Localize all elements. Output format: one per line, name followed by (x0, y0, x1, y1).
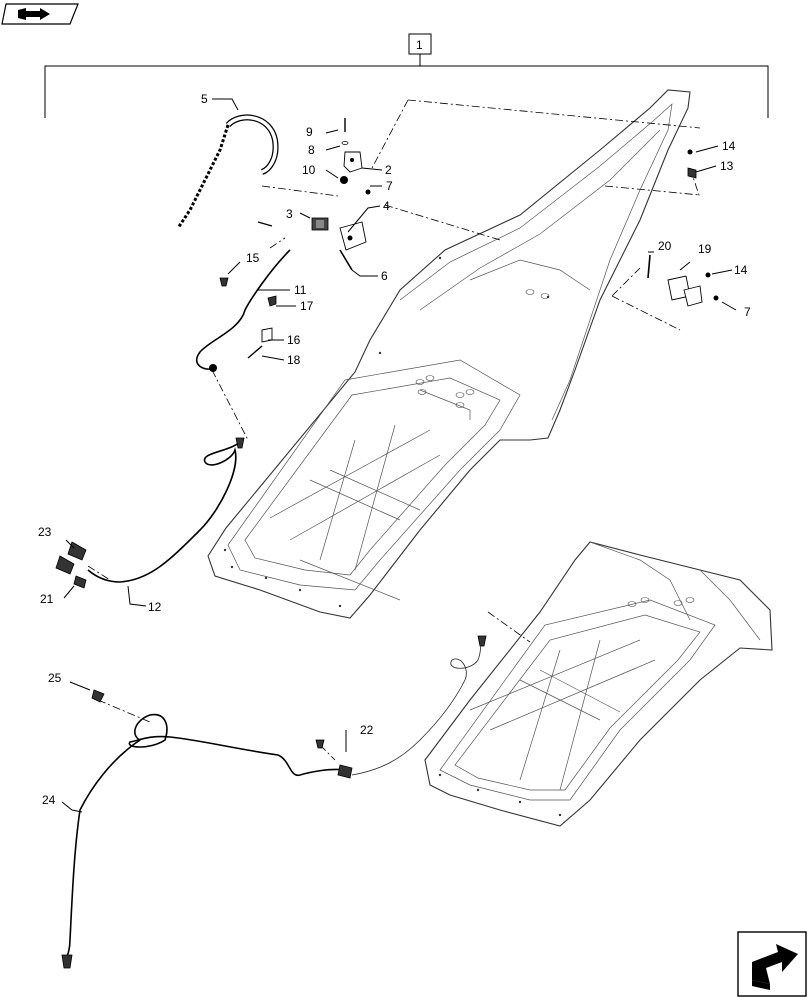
callout-15: 15 (246, 251, 260, 265)
bolt-18 (247, 345, 263, 359)
callout-8: 8 (308, 143, 315, 157)
callout-3: 3 (286, 207, 293, 221)
callout-11: 11 (294, 283, 307, 297)
callout-17: 17 (300, 299, 314, 313)
bracket-19 (667, 275, 703, 307)
assembly-bracket (44, 33, 769, 118)
nut-13 (687, 167, 697, 179)
nut-7b (713, 295, 719, 301)
callout-10: 10 (302, 163, 316, 177)
clip-15 (219, 277, 229, 287)
callout-7b: 7 (744, 305, 751, 319)
callout-6: 6 (381, 269, 388, 283)
callout-9: 9 (306, 125, 313, 139)
washer-8 (341, 141, 349, 145)
callout-24: 24 (42, 793, 56, 807)
header-frame-main (207, 89, 691, 619)
callout-18: 18 (287, 353, 301, 367)
connector-23 (55, 541, 87, 575)
bolt-6 (339, 249, 353, 271)
nut-7a (365, 189, 371, 195)
callout-labels: 1 2 3 4 5 6 7 7 8 9 10 11 12 13 14 14 15… (38, 38, 751, 807)
callout-2: 2 (385, 163, 392, 177)
screw-left (257, 221, 273, 227)
next-page-arrow-icon[interactable] (737, 931, 807, 997)
nut-14a (687, 149, 693, 155)
clip-17 (267, 295, 277, 307)
callout-4: 4 (383, 199, 390, 213)
wire-harness-24 (61, 713, 353, 969)
callout-1: 1 (416, 38, 423, 52)
callout-12: 12 (148, 600, 162, 614)
nut-14b (705, 272, 711, 278)
nut-10 (340, 176, 348, 184)
plug-25 (91, 689, 105, 703)
callout-23: 23 (38, 525, 52, 539)
clip-22 (315, 739, 325, 749)
callout-20: 20 (658, 239, 672, 253)
wire-harness-11 (195, 249, 291, 372)
sensor-3 (311, 217, 329, 231)
callout-14b: 14 (734, 263, 748, 277)
wire-harness-secondary (351, 635, 487, 776)
callout-5: 5 (201, 92, 208, 106)
callout-ticks (61, 98, 737, 813)
wire-harness-12 (87, 437, 245, 583)
header-frame-secondary (424, 541, 773, 827)
callout-21: 21 (40, 592, 54, 606)
callout-22: 22 (360, 723, 374, 737)
callout-13: 13 (720, 159, 734, 173)
bracket-2 (343, 151, 363, 173)
callout-7a: 7 (386, 179, 393, 193)
callout-16: 16 (287, 333, 301, 347)
callout-19: 19 (698, 242, 712, 256)
callout-14a: 14 (722, 139, 736, 153)
plug-21 (73, 575, 87, 589)
callout-25: 25 (48, 671, 62, 685)
chain-5 (176, 114, 279, 229)
bolt-20 (647, 254, 651, 279)
book-arrow-icon[interactable] (1, 3, 79, 25)
